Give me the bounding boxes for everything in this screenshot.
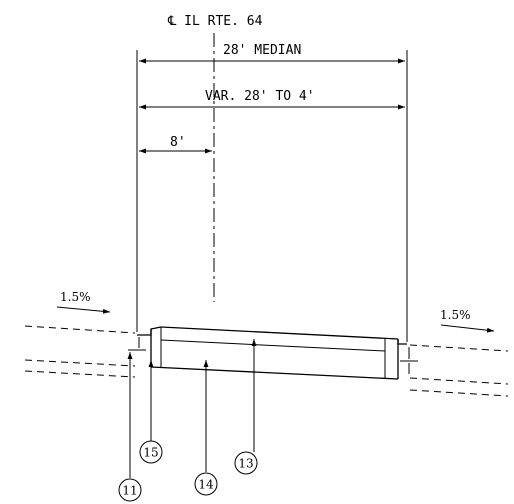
- callout-13-number: 13: [238, 457, 253, 471]
- slope-right-label: 1.5%: [440, 308, 471, 322]
- depth-dimension-marks: [128, 337, 418, 374]
- slope-right-arrow: [440, 324, 495, 333]
- callout-11: 11: [118, 478, 142, 502]
- median-pavement-section: [137, 326, 407, 380]
- callout-13: 13: [234, 451, 258, 475]
- callout-11-number: 11: [122, 484, 137, 498]
- slope-left-label: 1.5%: [60, 290, 91, 304]
- centerline-label: ℄ IL RTE. 64: [167, 14, 263, 29]
- offset-label: 8': [170, 135, 186, 150]
- slope-left-arrow: [56, 306, 111, 314]
- callout-15-number: 15: [143, 446, 158, 460]
- callout-14: 14: [194, 472, 218, 496]
- variable-width-label: VAR. 28' TO 4': [205, 89, 315, 104]
- callout-14-number: 14: [198, 478, 214, 492]
- pavement-dashed-lines: [24, 325, 509, 397]
- median-width-label: 28' MEDIAN: [223, 43, 301, 58]
- callout-15: 15: [139, 440, 163, 464]
